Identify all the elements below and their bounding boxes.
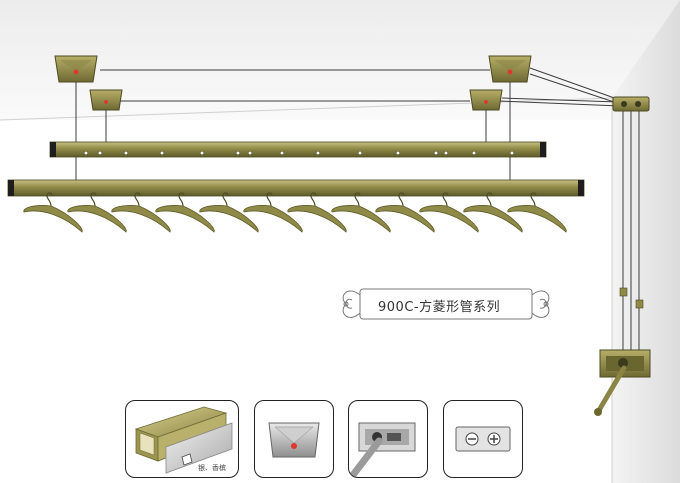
hanger: [155, 192, 215, 233]
upper-rail: [49, 141, 547, 158]
hanger: [375, 192, 435, 233]
tube-profile-graphic: [134, 406, 233, 474]
hanger: [287, 192, 347, 233]
rail-holes: [83, 150, 515, 156]
hanger: [199, 192, 259, 233]
ceiling-seat-left-large: [54, 55, 98, 83]
hanger: [419, 192, 479, 233]
corner-pulley: [612, 96, 650, 112]
crank-box-graphic: [349, 422, 416, 477]
hanger: [67, 192, 127, 233]
hanger: [23, 192, 83, 233]
cable-clips: [619, 287, 644, 309]
corner-plate-graphic: [455, 426, 511, 452]
hanger: [331, 192, 391, 233]
tube-finish-label: 银、香槟: [198, 464, 226, 472]
ceiling-seat-right-large: [488, 55, 532, 83]
lower-rail: [7, 179, 585, 197]
thumbnail-crank-box[interactable]: [348, 400, 428, 478]
ceiling-seat-left-small: [89, 89, 123, 111]
series-label: 900C-方菱形管系列: [378, 300, 501, 315]
top-seat-graphic: [268, 422, 320, 458]
hanger: [463, 192, 523, 233]
ceiling-seat-right-small: [469, 89, 503, 111]
hanger: [507, 192, 567, 233]
thumbnail-top-seat[interactable]: [254, 400, 334, 478]
hanger-row: [23, 192, 567, 233]
thumbnail-tube-profile[interactable]: 银、香槟: [125, 400, 239, 478]
hanger: [111, 192, 171, 233]
thumbnail-corner-plate[interactable]: [443, 400, 523, 478]
caption-frame: [342, 288, 550, 320]
hanger: [243, 192, 303, 233]
crank-unit: [594, 349, 651, 416]
cables: [75, 67, 640, 352]
